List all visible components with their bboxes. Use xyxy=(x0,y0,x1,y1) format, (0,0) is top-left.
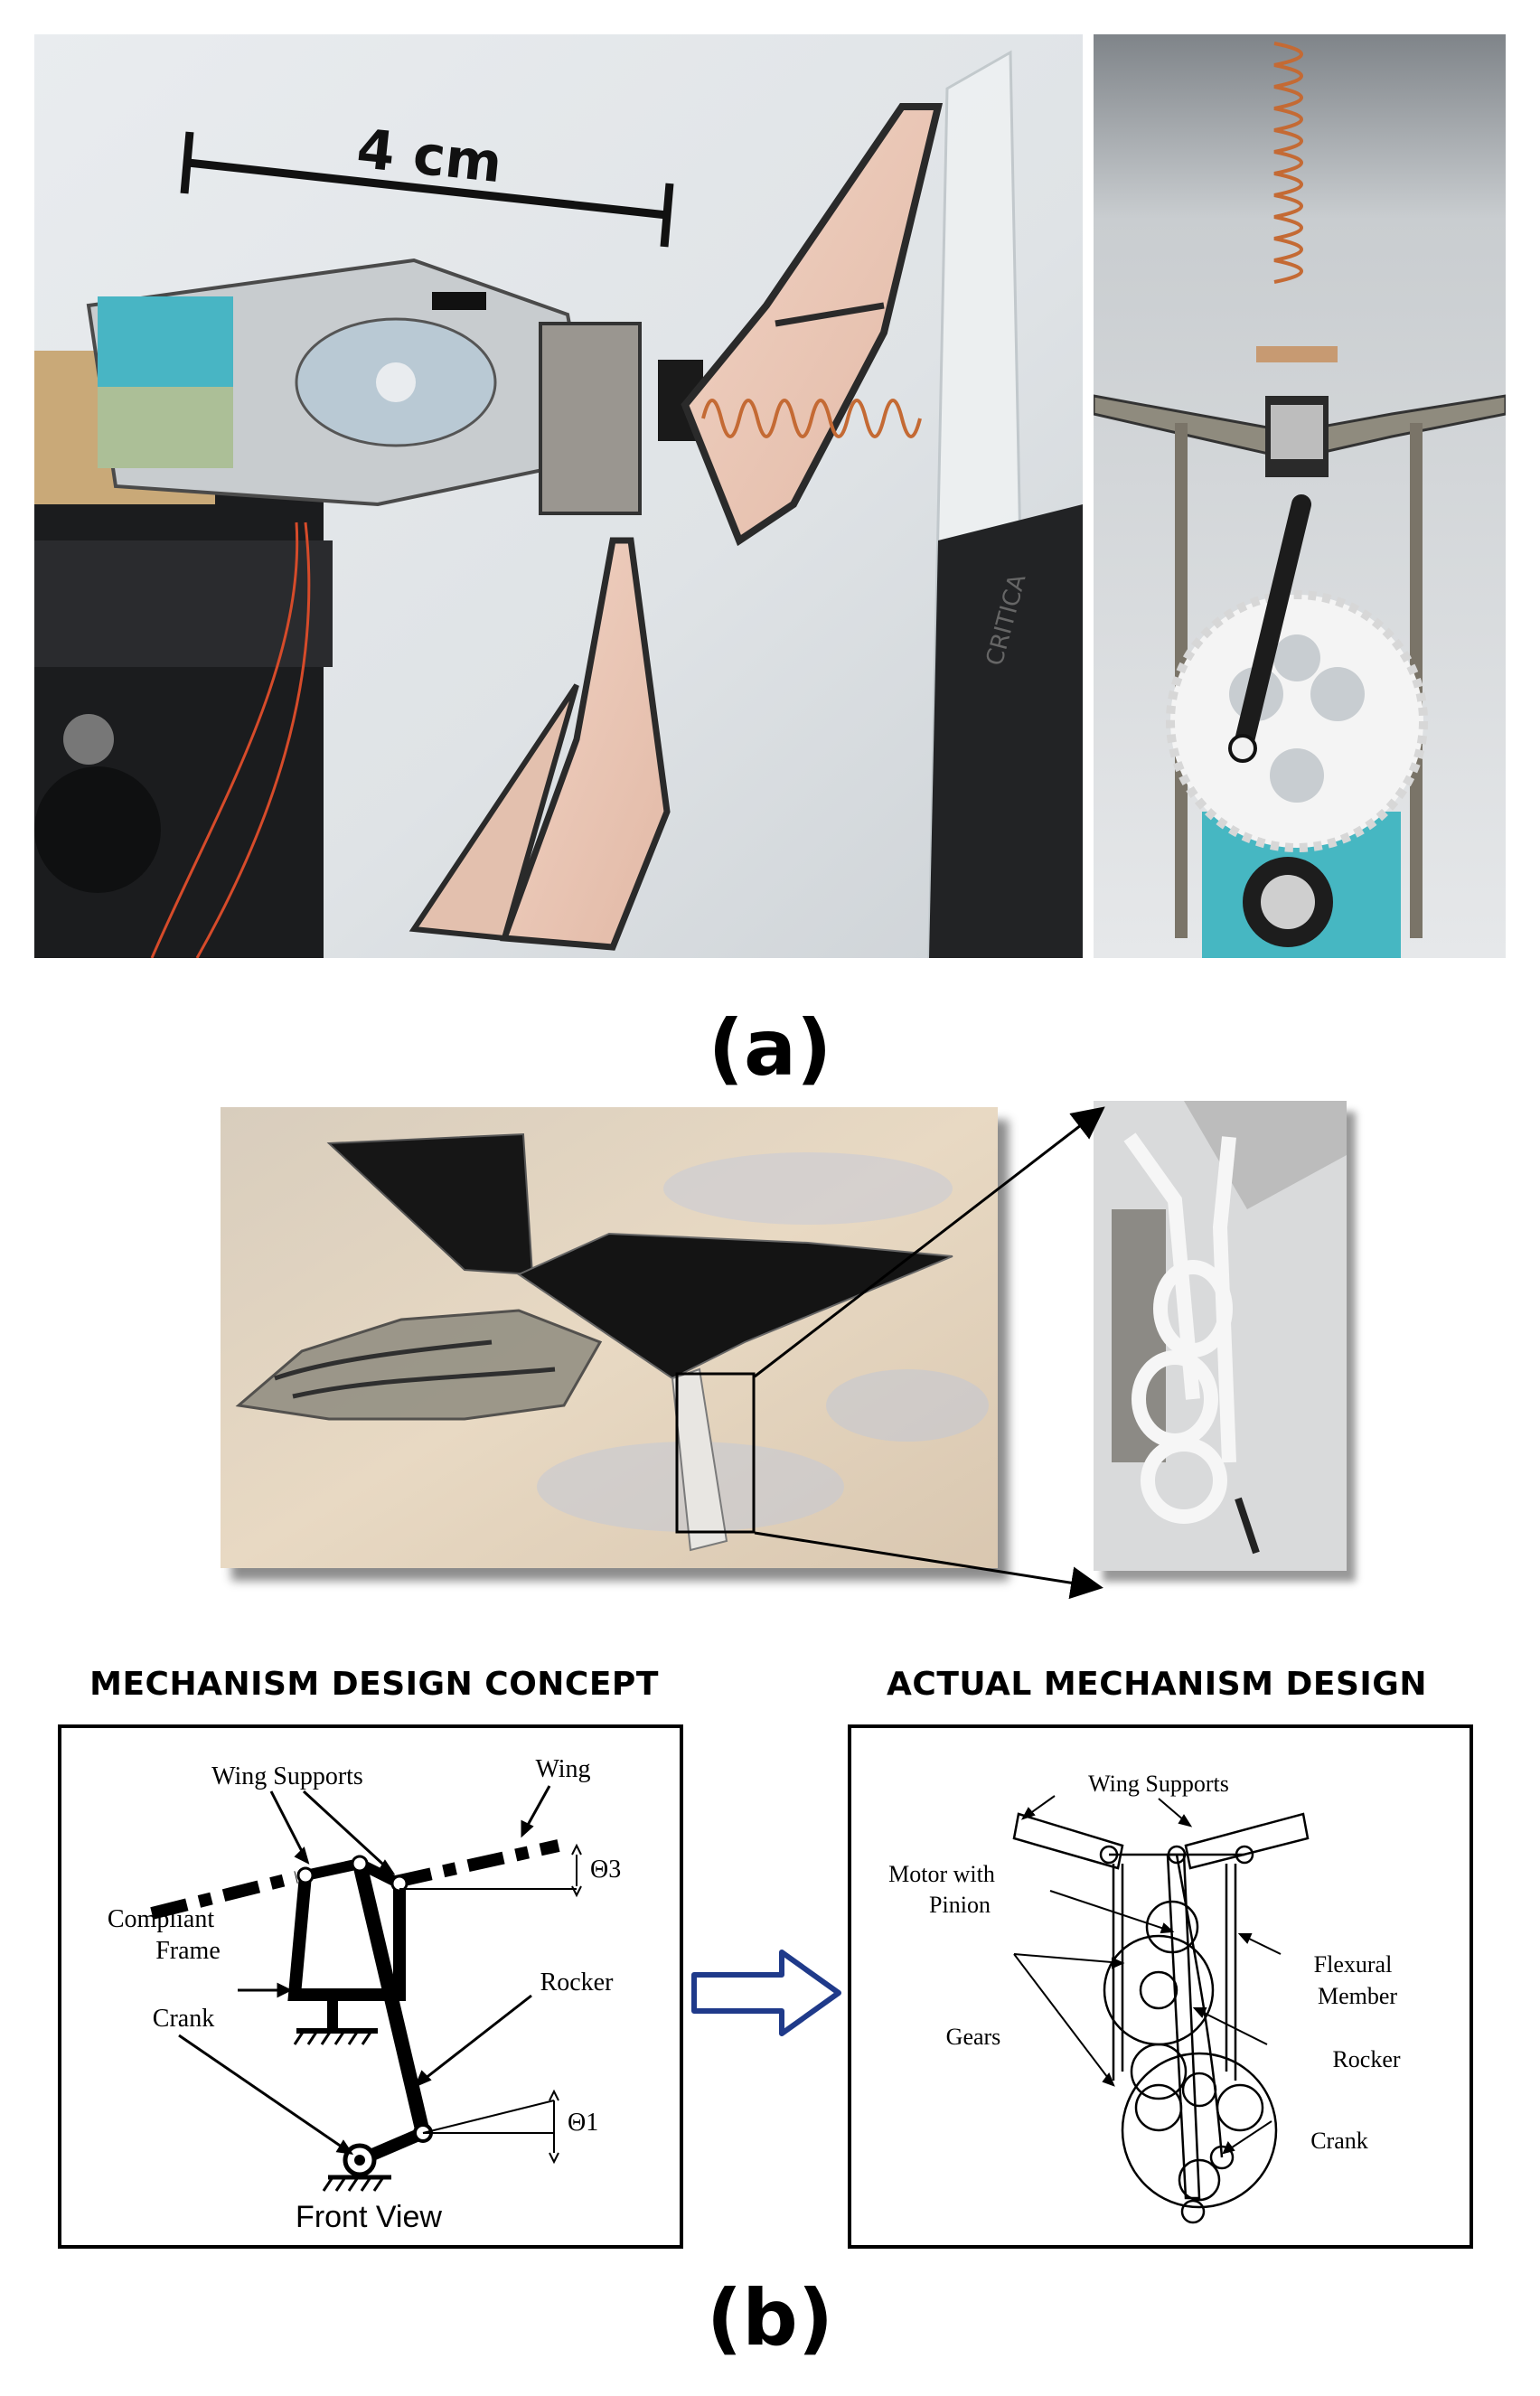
zoom-arrow-top xyxy=(754,1106,1105,1378)
panel-b-label: (b) xyxy=(706,2273,834,2363)
photo-ornithopter-in-flight xyxy=(221,1107,998,1568)
large-gear xyxy=(1121,2052,1278,2209)
actual-heading: ACTUAL MECHANISM DESIGN xyxy=(887,1666,1427,1703)
panel-a-label: (a) xyxy=(708,1003,832,1094)
flexural-label-line2: Member xyxy=(1318,1983,1397,2009)
actual-rocker-label: Rocker xyxy=(1332,2046,1400,2072)
concept-diagram: Θ3 Θ1 Wing Supports Wing Compliant Frame… xyxy=(108,1755,621,2234)
photo-mechanism-closeup xyxy=(1094,1101,1347,1571)
robot-side-view-illustration: CRITICA 4 cm xyxy=(34,34,1083,958)
theta1-label: Θ1 xyxy=(568,2109,598,2137)
left-wing-line xyxy=(150,1871,298,1920)
concept-wing-supports-label: Wing Supports xyxy=(211,1762,363,1790)
motor-label-line1: Motor with xyxy=(888,1861,995,1887)
mechanism-closeup-illustration xyxy=(1094,1101,1347,1571)
concept-diagram-box: Θ3 Θ1 Wing Supports Wing Compliant Frame… xyxy=(58,1724,683,2249)
right-arrow-outline-icon xyxy=(691,1950,841,2036)
upper-gear xyxy=(1103,1934,1215,2046)
actual-crank-label: Crank xyxy=(1310,2128,1368,2154)
concept-crank-label: Crank xyxy=(153,2005,214,2033)
concept-rocker-label: Rocker xyxy=(540,1968,615,1997)
motor-label-line2: Pinion xyxy=(929,1892,991,1918)
photo-robot-side-view: CRITICA 4 cm xyxy=(34,34,1083,958)
flexural-label-line1: Flexural xyxy=(1314,1951,1393,1978)
front-view-label: Front View xyxy=(296,2200,442,2234)
photo-robot-front-view xyxy=(1094,34,1506,958)
compliant-label-line2: Frame xyxy=(155,1937,221,1965)
actual-diagram: Wing Supports Motor with Pinion Flexural… xyxy=(888,1771,1401,2224)
compliant-label-line1: Compliant xyxy=(108,1905,214,1933)
actual-rocker xyxy=(1166,1853,1201,2200)
robot-front-view-illustration xyxy=(1094,34,1506,958)
concept-heading: MECHANISM DESIGN CONCEPT xyxy=(89,1666,659,1703)
right-wing-line xyxy=(394,1839,560,1888)
actual-wing-supports-label: Wing Supports xyxy=(1088,1771,1229,1797)
concept-wing-label: Wing xyxy=(535,1755,590,1783)
right-wing-support xyxy=(1184,1812,1310,1870)
theta3-label: Θ3 xyxy=(590,1856,621,1884)
left-wing-support xyxy=(1012,1812,1124,1870)
scale-bar-label: 4 cm xyxy=(354,117,505,195)
compliant-frame xyxy=(287,1875,406,2001)
ornithopter-illustration xyxy=(221,1107,998,1568)
actual-diagram-box: Wing Supports Motor with Pinion Flexural… xyxy=(848,1724,1473,2249)
rocker-link xyxy=(352,1862,430,2135)
gears-label: Gears xyxy=(946,2024,1001,2050)
zoom-arrow-bottom xyxy=(754,1531,1103,1600)
